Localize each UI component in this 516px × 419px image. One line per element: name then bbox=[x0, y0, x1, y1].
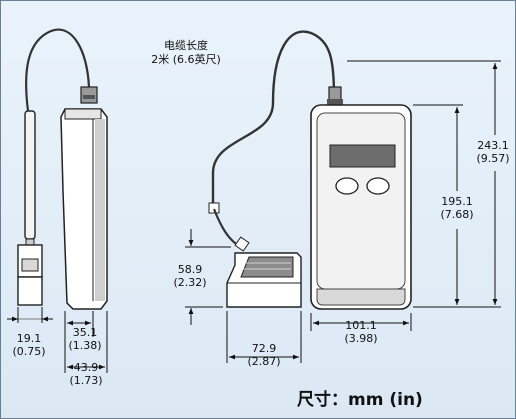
meter-front-view bbox=[310, 86, 412, 310]
dim-plug-height: 58.9 (2.32) bbox=[167, 263, 213, 289]
probe-drawing bbox=[17, 28, 91, 306]
dim-probe-width-mm: 19.1 bbox=[16, 332, 42, 345]
dim-total-height-mm: 243.1 bbox=[477, 139, 509, 152]
dim-total-height: 243.1 (9.57) bbox=[471, 139, 515, 165]
dim-plug-width-in: (2.87) bbox=[247, 355, 281, 368]
cable-length-label-line1: 电缆长度 bbox=[164, 39, 208, 52]
dim-side-depth: 35.1 (1.38) bbox=[63, 326, 107, 352]
front-cable-plug bbox=[208, 30, 336, 308]
units-caption: 尺寸：mm (in) bbox=[297, 390, 423, 410]
probe-shaft bbox=[24, 110, 36, 240]
dim-front-width: 101.1 (3.98) bbox=[337, 319, 385, 345]
dimension-lines bbox=[7, 60, 501, 373]
dim-plug-height-mm: 58.9 bbox=[177, 263, 203, 276]
meter-display bbox=[329, 144, 396, 168]
meter-side-view bbox=[60, 86, 108, 310]
dim-plug-width: 72.9 (2.87) bbox=[241, 342, 287, 368]
dim-body-height-mm: 195.1 bbox=[441, 195, 473, 208]
meter-button-left bbox=[335, 177, 359, 195]
dim-side-total-in: (1.73) bbox=[69, 374, 103, 387]
cable-length-label-line2: 2米 (6.6英尺) bbox=[151, 53, 221, 66]
dim-total-height-in: (9.57) bbox=[476, 152, 510, 165]
cable-length-label: 电缆长度 2米 (6.6英尺) bbox=[131, 39, 241, 67]
meter-button-right bbox=[366, 177, 390, 195]
dim-side-depth-in: (1.38) bbox=[68, 339, 102, 352]
dim-probe-width: 19.1 (0.75) bbox=[5, 332, 53, 358]
dim-body-height: 195.1 (7.68) bbox=[433, 195, 481, 221]
probe-tip bbox=[17, 276, 43, 306]
dim-side-total-mm: 43.9 bbox=[73, 361, 99, 374]
dim-side-total: 43.9 (1.73) bbox=[63, 361, 109, 387]
dim-plug-width-mm: 72.9 bbox=[251, 342, 277, 355]
front-cable bbox=[211, 30, 336, 207]
dim-probe-width-in: (0.75) bbox=[12, 345, 46, 358]
probe-cable bbox=[25, 28, 91, 112]
dim-plug-height-in: (2.32) bbox=[173, 276, 207, 289]
dim-front-width-in: (3.98) bbox=[344, 332, 378, 345]
dim-front-width-mm: 101.1 bbox=[345, 319, 377, 332]
dim-side-depth-mm: 35.1 bbox=[72, 326, 98, 339]
dim-body-height-in: (7.68) bbox=[440, 208, 474, 221]
